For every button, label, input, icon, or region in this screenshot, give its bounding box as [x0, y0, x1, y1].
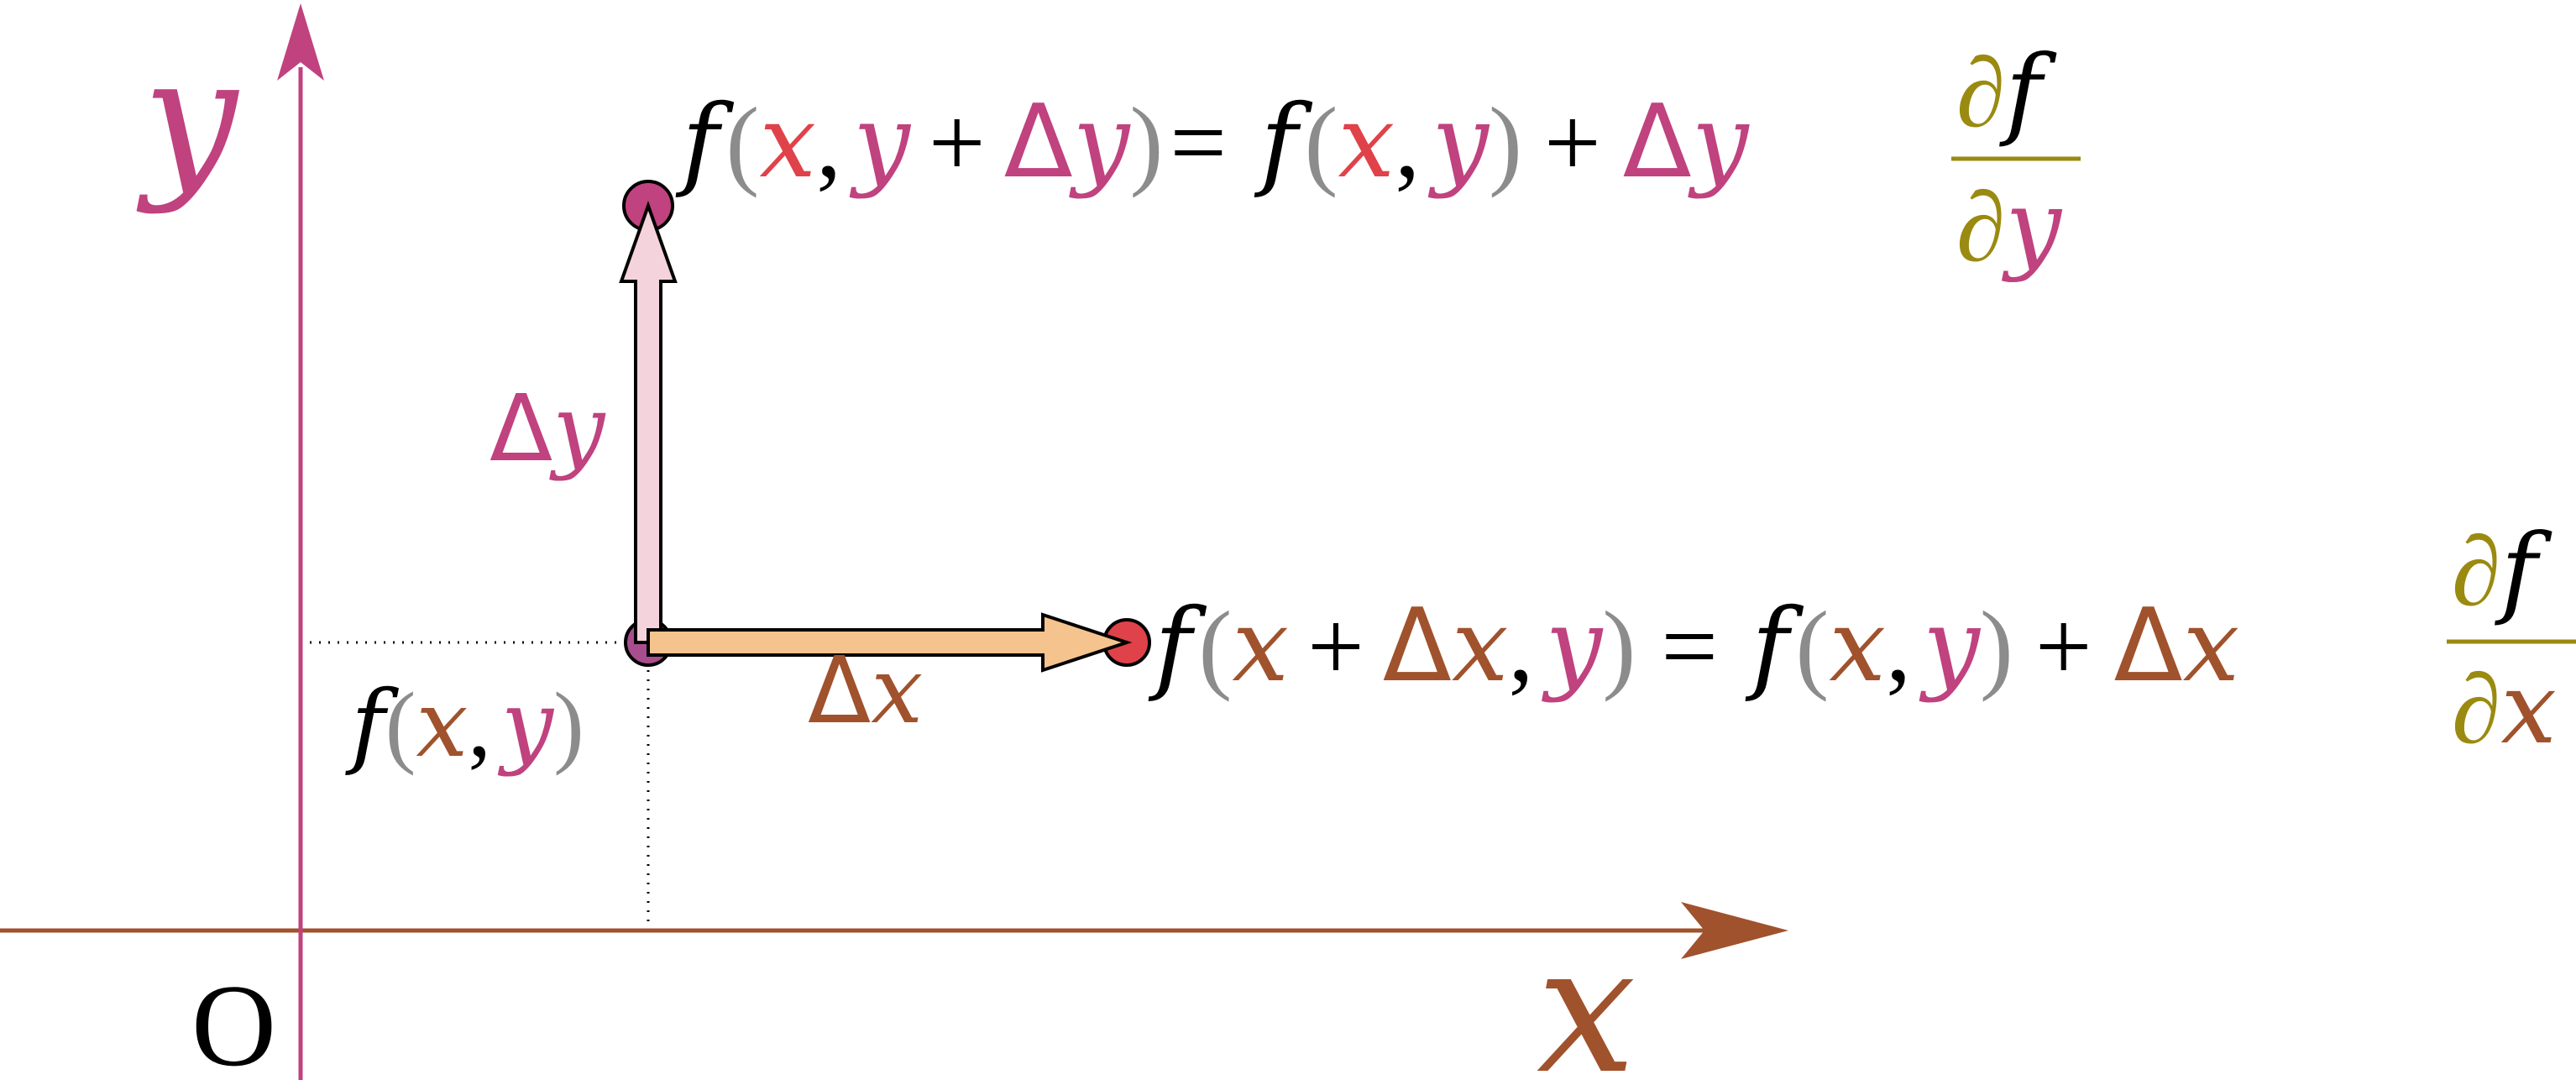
delta-x-label: Δx — [808, 637, 923, 744]
variable-y: y — [1542, 588, 1605, 705]
variable-x: x — [759, 84, 816, 201]
y-axis-label: y — [136, 21, 240, 217]
comma: , — [468, 674, 491, 776]
partial-symbol: ∂ — [1956, 172, 2005, 282]
variable-x: x — [416, 670, 468, 778]
origin-label: O — [191, 961, 276, 1080]
comma: , — [816, 87, 841, 198]
variable-x: x — [1829, 588, 1886, 705]
variable-y: y — [1919, 588, 1982, 705]
variable-x: x — [871, 637, 923, 744]
delta-y-label: Δy — [490, 375, 606, 482]
plus-sign: + — [1307, 590, 1364, 702]
y-axis-arrowhead — [277, 3, 324, 81]
variable-x: x — [2183, 588, 2240, 705]
paren-close: ) — [1602, 590, 1636, 702]
partial-symbol: ∂ — [1956, 38, 2005, 148]
comma: , — [1509, 590, 1534, 702]
paren-close: ) — [1980, 590, 2013, 702]
variable-y: y — [1069, 84, 1132, 201]
variable-y: y — [849, 84, 912, 201]
right-fraction-numerator: ∂f — [2452, 512, 2552, 628]
plus-sign: + — [929, 87, 986, 198]
plus-sign: + — [2035, 590, 2092, 702]
comma: , — [1395, 87, 1420, 198]
delta-symbol: Δ — [1004, 84, 1073, 201]
paren-open: ( — [385, 674, 416, 776]
delta-symbol: Δ — [490, 375, 552, 482]
right-equation: f(x+Δx,y)=f(x,y)+Δx — [1148, 588, 2239, 705]
top-equation: f(x,y+Δy)=f(x,y)+Δy — [675, 84, 1751, 201]
equals-sign: = — [1170, 87, 1227, 198]
variable-y: y — [2001, 168, 2062, 284]
delta-x-arrow — [647, 612, 1133, 673]
variable-x: x — [1338, 84, 1395, 201]
delta-symbol: Δ — [2114, 588, 2183, 705]
variable-y: y — [1427, 84, 1490, 201]
paren-open: ( — [1305, 87, 1338, 198]
paren-close: ) — [553, 674, 584, 776]
paren-close: ) — [1129, 87, 1163, 198]
variable-x: x — [1232, 588, 1289, 705]
variable-y: y — [1688, 84, 1751, 201]
variable-y: y — [548, 375, 606, 482]
x-axis-label: x — [1537, 907, 1636, 1080]
partial-symbol: ∂ — [2452, 654, 2500, 764]
x-axis-arrowhead — [1681, 902, 1788, 959]
right-fraction-denominator: ∂x — [2452, 650, 2557, 766]
base-point-label: f(x,y) — [345, 670, 584, 778]
partial-symbol: ∂ — [2452, 516, 2500, 627]
delta-symbol: Δ — [1383, 588, 1452, 705]
paren-open: ( — [725, 87, 759, 198]
function-f: f — [2494, 512, 2552, 628]
delta-y-arrow — [619, 201, 678, 644]
top-fraction-numerator: ∂f — [1956, 34, 2057, 149]
delta-symbol: Δ — [808, 637, 871, 744]
paren-close: ) — [1489, 87, 1522, 198]
variable-x: x — [1452, 588, 1509, 705]
equals-sign: = — [1661, 590, 1718, 702]
variable-y: y — [497, 670, 555, 778]
comma: , — [1886, 590, 1911, 702]
plus-sign: + — [1544, 87, 1601, 198]
variable-x: x — [2500, 650, 2557, 766]
top-fraction-denominator: ∂y — [1956, 168, 2062, 284]
function-f: f — [1998, 34, 2057, 149]
paren-open: ( — [1198, 590, 1232, 702]
delta-symbol: Δ — [1623, 84, 1692, 201]
paren-open: ( — [1795, 590, 1829, 702]
